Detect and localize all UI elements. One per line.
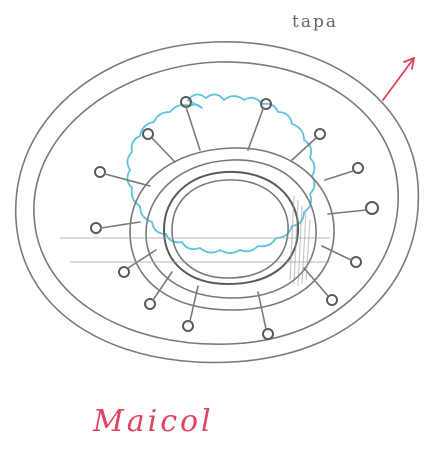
red-arrow-icon xyxy=(383,58,414,100)
knob-spokes xyxy=(91,97,378,339)
signature-name: Maicol xyxy=(93,404,214,439)
label-tapa: tapa xyxy=(292,12,338,32)
center-hole xyxy=(164,172,298,284)
outer-ring xyxy=(16,42,419,363)
second-ring xyxy=(34,62,398,344)
center-hole-inner xyxy=(172,180,288,278)
shading xyxy=(60,196,330,286)
